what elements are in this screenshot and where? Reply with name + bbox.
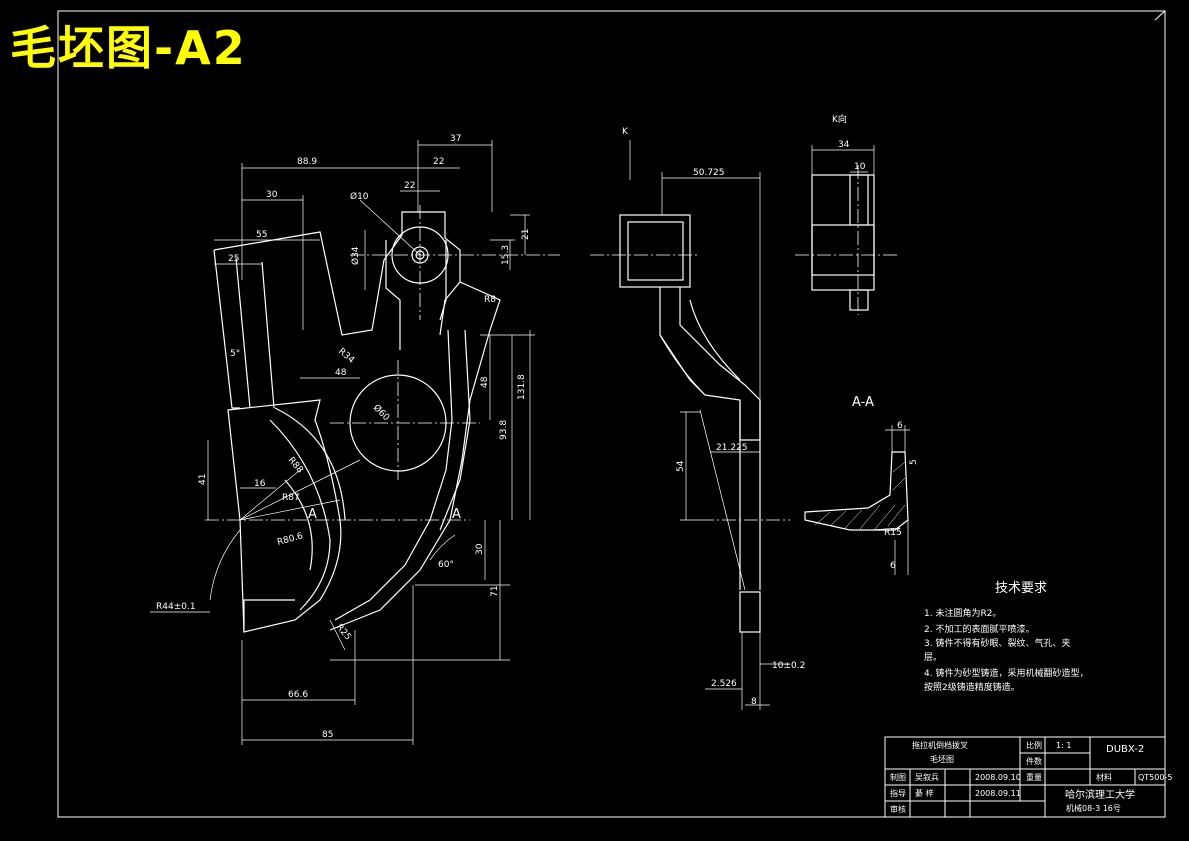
dim-k-34: 34	[838, 140, 850, 150]
dim-sec-6a: 6	[897, 421, 903, 431]
tb-drawn-name: 吴叙兵	[915, 772, 939, 782]
dim-r44: R44±0.1	[156, 602, 196, 612]
section-mark-a-right: A	[452, 507, 461, 522]
section-label: A-A	[852, 395, 874, 410]
view-k-arrow-label: K	[622, 127, 629, 137]
dim-37: 37	[450, 134, 461, 144]
dim-48b: 48	[480, 376, 490, 388]
dim-r34: R34	[336, 347, 356, 366]
section-mark-a-left: A	[308, 507, 317, 522]
dim-85: 85	[322, 730, 333, 740]
note-2: 2. 不加工的表面腻平喷漆。	[924, 623, 1034, 635]
technical-notes: 技术要求 1. 未注圆角为R2。 2. 不加工的表面腻平喷漆。 3. 铸件不得有…	[924, 581, 1088, 693]
notes-heading: 技术要求	[995, 581, 1047, 596]
dim-phi34: Ø34	[350, 246, 361, 265]
dim-54: 54	[676, 460, 686, 472]
drawing-title: 毛坯图-A2	[10, 21, 247, 75]
dim-sec-6b: 6	[890, 561, 896, 571]
dim-r8: R8	[484, 295, 496, 305]
dim-angle-60: 60°	[438, 560, 454, 570]
dim-16: 16	[254, 479, 266, 489]
tb-class: 机械08-3 16号	[1066, 803, 1121, 813]
dim-8: 8	[751, 697, 757, 707]
dim-55: 55	[256, 230, 267, 240]
dim-15-3: 15.3	[501, 245, 511, 265]
tb-part-name-2: 毛坯图	[930, 754, 954, 764]
dim-phi10: Ø10	[350, 191, 369, 202]
side-view	[590, 140, 790, 710]
dim-sec-5: 5	[909, 459, 919, 465]
dim-21: 21	[521, 229, 531, 240]
tb-check-name: 綦 梓	[915, 788, 934, 798]
dim-angle-5: 5°	[230, 349, 240, 359]
section-a-a	[804, 425, 910, 575]
dim-88-9: 88.9	[297, 157, 317, 167]
k-view-label: K向	[832, 113, 847, 125]
k-view	[795, 145, 900, 315]
dim-22a: 22	[433, 157, 444, 167]
tb-drawn-label: 制图	[890, 772, 906, 782]
note-3: 3. 铸件不得有砂眼、裂纹、气孔、夹	[924, 637, 1070, 649]
tb-material-label: 材料	[1096, 772, 1112, 782]
dim-r80-6: R80.6	[276, 531, 304, 548]
tb-scale-label: 比例	[1026, 740, 1042, 750]
dim-22b: 22	[404, 181, 415, 191]
tb-qty-label: 件数	[1026, 756, 1042, 766]
tb-school: 哈尔滨理工大学	[1065, 788, 1135, 801]
dim-k-10: 10	[854, 162, 866, 172]
note-4: 4. 铸件为砂型铸造，采用机械翻砂造型，	[924, 667, 1088, 679]
dim-93-8: 93.8	[499, 420, 509, 440]
dim-71: 71	[490, 586, 500, 597]
tb-drawing-number: DUBX-2	[1106, 744, 1144, 755]
tb-part-name-1: 拖拉机倒档拨叉	[912, 740, 968, 750]
dim-phi60: Ø60	[371, 402, 392, 423]
dim-10-tol: 10±0.2	[772, 661, 805, 671]
drawing-border	[57, 10, 1166, 818]
note-3-cont: 层。	[924, 652, 942, 663]
dim-r87: R87	[282, 493, 300, 503]
dim-2-526: 2.526	[711, 679, 737, 689]
dim-30: 30	[266, 190, 278, 200]
tb-check-label: 指导	[890, 788, 906, 798]
dim-48a: 48	[335, 368, 347, 378]
dim-50-725: 50.725	[693, 168, 725, 178]
dim-66-6: 66.6	[288, 690, 308, 700]
dim-41: 41	[198, 474, 208, 485]
tb-review-label: 审核	[890, 804, 906, 814]
dim-sec-r15: R15	[884, 528, 902, 538]
tb-material-value: QT500-5	[1138, 773, 1172, 782]
front-view	[150, 140, 560, 745]
tb-drawn-date: 2008.09.10	[975, 773, 1021, 782]
title-block	[884, 736, 1166, 818]
dim-131-8: 131.8	[517, 374, 527, 400]
dim-30b: 30	[475, 543, 485, 555]
tb-check-date: 2008.09.11	[975, 789, 1021, 798]
tb-scale-value: 1: 1	[1056, 741, 1071, 750]
dim-25: 25	[228, 254, 239, 264]
dim-r88: R88	[286, 456, 305, 476]
dim-21-225: 21.225	[716, 443, 748, 453]
note-1: 1. 未注圆角为R2。	[924, 607, 1001, 619]
note-4-cont: 按照2级铸造精度铸造。	[924, 681, 1020, 693]
tb-weight-label: 重量	[1026, 772, 1042, 782]
